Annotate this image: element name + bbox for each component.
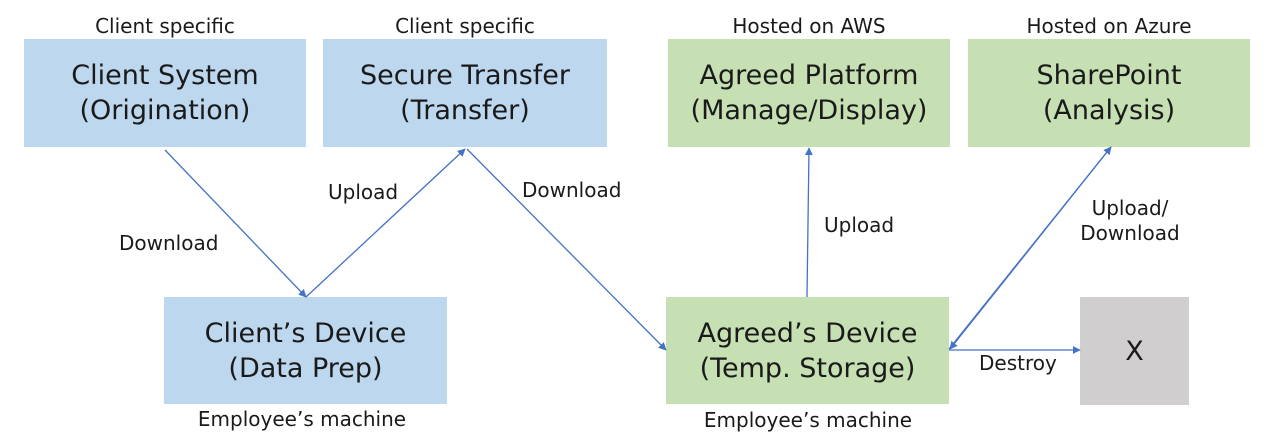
download-label-2: Download: [522, 178, 622, 202]
client-system-title: Client System: [71, 60, 259, 91]
sharepoint-title: SharePoint: [1036, 60, 1182, 91]
upload-label-1: Upload: [328, 180, 399, 204]
agreeds-device-subtitle: (Temp. Storage): [699, 352, 916, 384]
download-label-1: Download: [119, 231, 219, 255]
arrow-clients-device-to-secure-transfer: [305, 148, 466, 298]
clients-device-caption: Employee’s machine: [197, 407, 407, 431]
sharepoint-subtitle: (Analysis): [1042, 95, 1176, 126]
upload-download-label-line1: Upload/: [1091, 196, 1169, 220]
agreed-platform-subtitle: (Manage/Display): [690, 95, 928, 126]
clients-device-subtitle: (Data Prep): [228, 352, 383, 384]
arrow-client-system-to-clients-device: [164, 149, 307, 298]
secure-transfer-caption: Client specific: [395, 14, 535, 38]
destroyed-box: X: [1080, 297, 1189, 405]
destroy-label: Destroy: [979, 351, 1057, 375]
agreeds-device-box: Agreed’s Device (Temp. Storage): [666, 297, 949, 404]
destroyed-mark: X: [1125, 335, 1144, 367]
client-system-subtitle: (Origination): [79, 95, 251, 126]
arrow-agreeds-device-to-agreed-platform: [804, 147, 813, 298]
upload-download-label: Upload/ Download: [1060, 196, 1200, 246]
arrow-sharepoint-to-agreeds-device: [949, 146, 1112, 350]
agreeds-device-title: Agreed’s Device: [697, 317, 918, 349]
clients-device-title: Client’s Device: [204, 317, 407, 349]
client-system-box: Client System (Origination): [24, 39, 306, 147]
secure-transfer-title: Secure Transfer: [360, 60, 570, 91]
secure-transfer-subtitle: (Transfer): [400, 95, 530, 126]
agreed-platform-box: Agreed Platform (Manage/Display): [668, 39, 950, 147]
client-system-caption: Client specific: [95, 14, 235, 38]
agreed-platform-caption: Hosted on AWS: [732, 14, 886, 38]
agreeds-device-caption: Employee’s machine: [703, 408, 913, 432]
sharepoint-box: SharePoint (Analysis): [968, 39, 1250, 147]
upload-label-2: Upload: [824, 213, 895, 237]
upload-download-label-line2: Download: [1080, 221, 1180, 245]
secure-transfer-box: Secure Transfer (Transfer): [323, 39, 607, 147]
sharepoint-caption: Hosted on Azure: [1026, 14, 1192, 38]
clients-device-box: Client’s Device (Data Prep): [164, 297, 447, 404]
agreed-platform-title: Agreed Platform: [699, 60, 919, 91]
arrow-secure-transfer-to-agreeds-device: [466, 148, 667, 351]
